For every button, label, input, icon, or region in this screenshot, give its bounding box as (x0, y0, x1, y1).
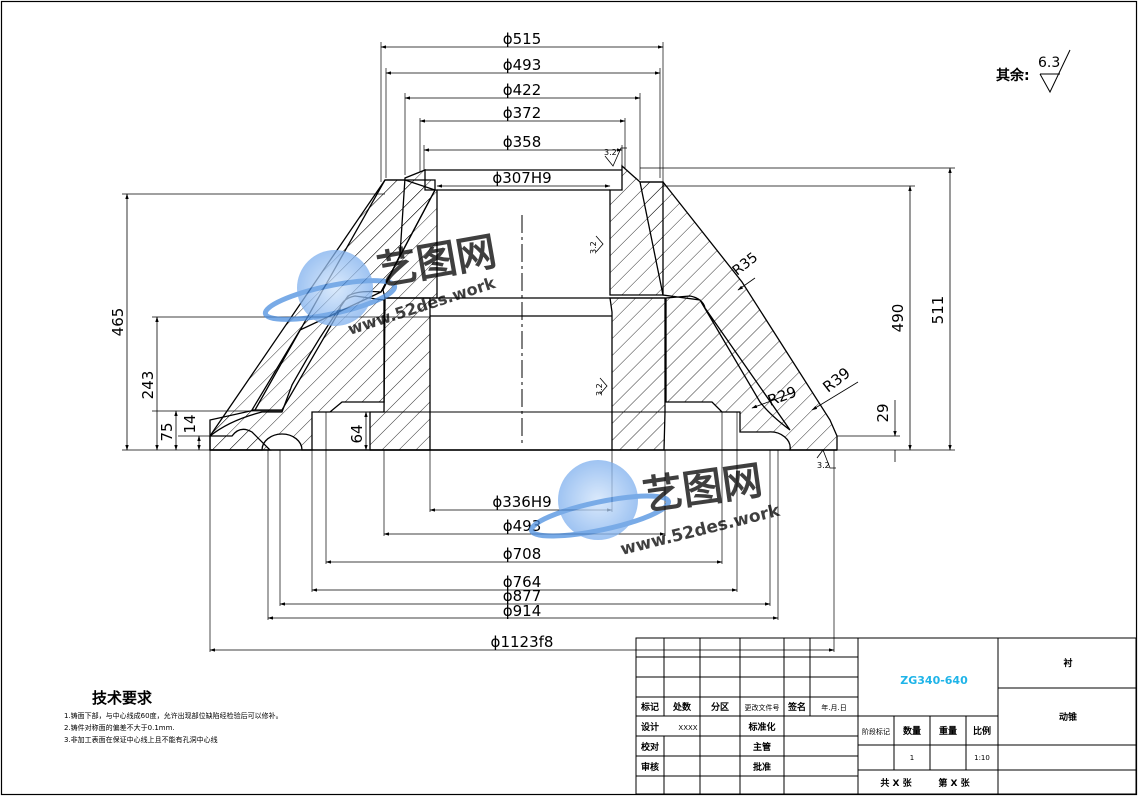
dim-336h9: ϕ336H9 (492, 493, 551, 511)
radius-r39: R39 (819, 364, 853, 396)
tech-req-item: 1.铸面下部，与中心线成60度，允许出现部位缺陷经检验后可以修补。 (64, 711, 283, 720)
watermark-lower: 艺图网 www.52des.work (528, 458, 783, 560)
dim-764: ϕ764 (503, 573, 542, 591)
role-label: 批准 (753, 761, 771, 773)
role-label: 标准化 (747, 721, 775, 733)
dim-515: ϕ515 (503, 30, 542, 48)
rev-header: 分区 (711, 701, 729, 713)
title-block-text: ZG340-640 衬 动锥 标记 处数 分区 更改文件号 签名 年.月.日 设… (640, 657, 1077, 789)
drawing-number: 动锥 (1059, 711, 1077, 723)
rev-header: 处数 (672, 701, 692, 713)
dim-877: ϕ877 (503, 587, 542, 605)
dim-14: 14 (181, 414, 199, 433)
svg-text:3.2: 3.2 (604, 148, 617, 157)
rev-header: 年.月.日 (821, 703, 846, 712)
right-outer-wall-section (639, 181, 838, 451)
roughness-symbol: 3.2 (589, 235, 604, 254)
dim-64: 64 (348, 424, 366, 443)
dim-358: ϕ358 (503, 133, 542, 151)
dimension-texts: ϕ515 ϕ493 ϕ422 ϕ372 ϕ358 ϕ307H9 ϕ336H9 ϕ… (109, 30, 947, 651)
scale-value: 1:10 (974, 754, 990, 762)
dim-29: 29 (874, 403, 892, 422)
surface-finish-note: 其余: 6.3 (996, 49, 1071, 94)
dim-243: 243 (139, 371, 157, 400)
roughness-symbol (1039, 49, 1071, 94)
quantity-value: 1 (910, 754, 914, 762)
dim-75: 75 (158, 422, 176, 441)
roughness-symbol: 3.2 (816, 449, 836, 470)
roughness-symbols: 3.2 3.2 3.2 3.2 (589, 147, 836, 470)
stage-header: 阶段标记 (862, 727, 890, 736)
dim-708: ϕ708 (503, 545, 542, 563)
right-inner-sleeve (609, 297, 666, 451)
title-block (635, 637, 1137, 795)
sheet-number: 第 X 张 (938, 777, 970, 789)
dim-490: 490 (889, 304, 907, 333)
tech-req-title: 技术要求 (92, 689, 153, 707)
role-label: 主管 (753, 741, 771, 753)
dim-511: 511 (929, 296, 947, 325)
role-label: 审核 (641, 761, 659, 773)
technical-requirements: 技术要求 1.铸面下部，与中心线成60度，允许出现部位缺陷经检验后可以修补。 2… (64, 689, 283, 744)
role-label: 校对 (641, 741, 659, 753)
role-label: 设计 (641, 721, 659, 733)
dim-493-top: ϕ493 (503, 56, 542, 74)
svg-text:3.2: 3.2 (595, 383, 604, 396)
rev-header: 标记 (640, 701, 659, 713)
surface-finish-value: 6.3 (1038, 55, 1060, 71)
roughness-symbol: 3.2 (604, 147, 627, 167)
surface-finish-label: 其余: (996, 67, 1030, 84)
rev-header: 签名 (787, 701, 806, 713)
dim-465: 465 (109, 308, 127, 337)
roughness-symbol: 3.2 (595, 377, 608, 396)
dimension-lines (125, 45, 952, 652)
dim-307h9: ϕ307H9 (492, 169, 551, 187)
stage-header: 重量 (939, 725, 957, 737)
tech-req-item: 2.铸件对称面的偏差不大于0.1mm. (64, 723, 175, 732)
svg-text:3.2: 3.2 (817, 461, 830, 470)
dim-914: ϕ914 (503, 602, 542, 620)
stage-header: 数量 (903, 725, 921, 737)
designer-name: XXXX (678, 724, 697, 732)
material-label: ZG340-640 (900, 674, 968, 687)
dim-372: ϕ372 (503, 104, 542, 122)
svg-text:3.2: 3.2 (589, 241, 598, 254)
tech-req-item: 3.非加工表面在保证中心线上且不能有孔洞中心线 (64, 735, 218, 744)
rev-header: 更改文件号 (745, 703, 780, 712)
dim-1123f8: ϕ1123f8 (491, 633, 554, 651)
sheet-count: 共 X 张 (880, 777, 912, 789)
stage-header: 比例 (973, 725, 991, 737)
dim-422: ϕ422 (503, 81, 542, 99)
part-name: 衬 (1063, 657, 1072, 669)
